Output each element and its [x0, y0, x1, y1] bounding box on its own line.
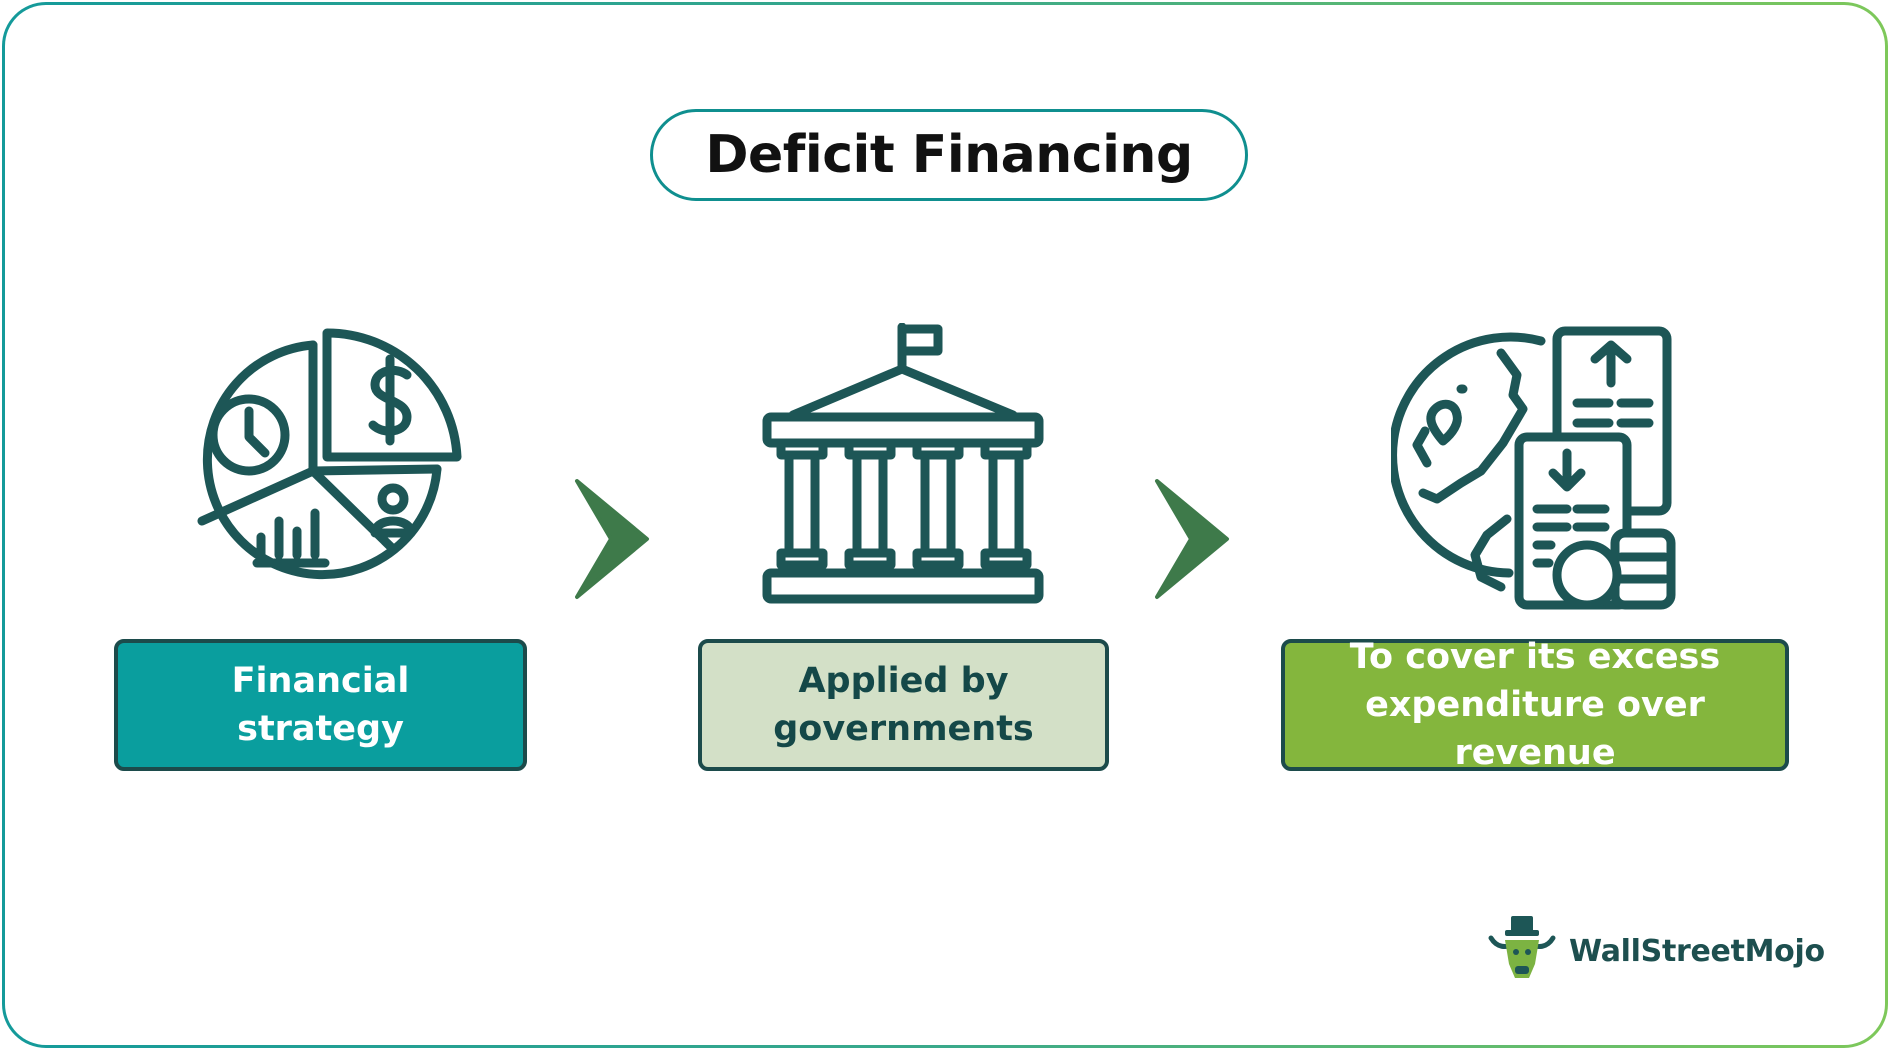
- bull-logo-icon: [1487, 912, 1557, 990]
- brand-logo: WallStreetMojo: [1487, 911, 1825, 991]
- pie-chart-finance-icon: [175, 323, 475, 613]
- step-box-applied-by-governments: Applied by governments: [698, 639, 1109, 771]
- globe-documents-coins-icon: [1391, 323, 1691, 613]
- chevron-right-icon: [571, 477, 653, 605]
- brand-name: WallStreetMojo: [1569, 933, 1825, 969]
- diagram-canvas: Deficit Financing: [5, 5, 1885, 1045]
- chevron-right-icon: [1151, 477, 1233, 605]
- step-box-cover-excess-expenditure: To cover its excess expenditure over rev…: [1281, 637, 1789, 773]
- page-title: Deficit Financing: [650, 109, 1248, 201]
- government-building-icon: [757, 323, 1057, 613]
- step-box-financial-strategy: Financial strategy: [114, 639, 527, 771]
